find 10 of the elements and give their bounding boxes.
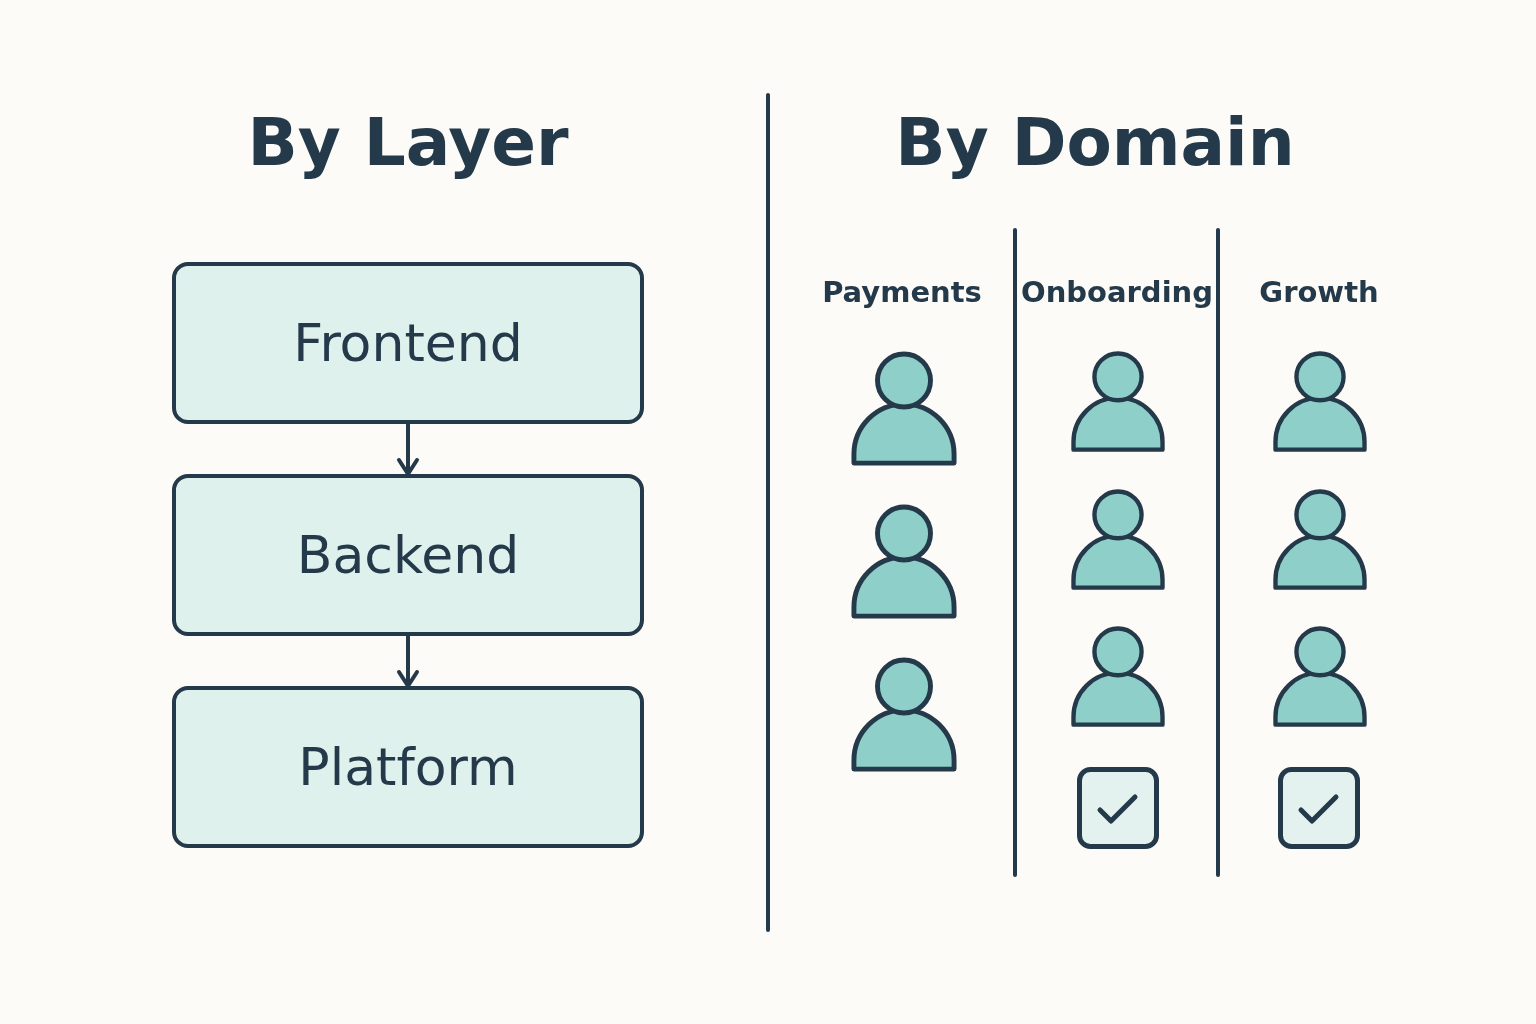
column-heading: Growth: [1259, 274, 1379, 310]
layer-box: Platform: [172, 686, 644, 848]
column-heading: Payments: [822, 274, 982, 310]
section-heading: By Domain: [895, 103, 1295, 183]
section-heading: By Layer: [247, 103, 569, 183]
arrow: [397, 422, 419, 476]
arrow: [397, 634, 419, 688]
column-heading: Onboarding: [1021, 274, 1213, 310]
layer-box: Frontend: [172, 262, 644, 424]
layer-box: Backend: [172, 474, 644, 636]
